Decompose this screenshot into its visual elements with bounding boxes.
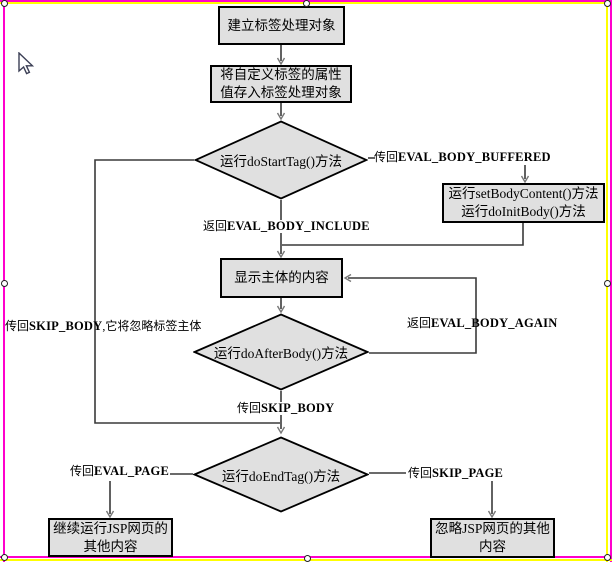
label-eval-body-include: 返回EVAL_BODY_INCLUDE bbox=[202, 220, 371, 233]
label-prefix: 传回 bbox=[408, 466, 433, 480]
label-skip-page: 传回SKIP_PAGE bbox=[407, 466, 505, 480]
label-constant: EVAL_BODY_BUFFERED bbox=[398, 150, 551, 164]
decision-do-start-tag: 运行doStartTag()方法 bbox=[194, 120, 368, 200]
label-eval-body-again: 返回EVAL_BODY_AGAIN bbox=[407, 317, 557, 330]
resize-handle-middle-right[interactable] bbox=[604, 280, 611, 287]
node-set-body-content: 运行setBodyContent()方法 运行doInitBody()方法 bbox=[442, 183, 605, 223]
label-constant: EVAL_BODY_AGAIN bbox=[431, 316, 558, 330]
label-constant: SKIP_BODY bbox=[29, 319, 103, 333]
resize-handle-top-right[interactable] bbox=[604, 0, 611, 7]
node-show-body: 显示主体的内容 bbox=[220, 258, 343, 298]
node-set-body-content-line1: 运行setBodyContent()方法 bbox=[448, 186, 599, 201]
node-show-body-label: 显示主体的内容 bbox=[234, 270, 329, 285]
decision-do-end-tag: 运行doEndTag()方法 bbox=[193, 436, 369, 513]
label-constant: EVAL_PAGE bbox=[94, 464, 169, 478]
node-ignore-jsp-line2: 内容 bbox=[479, 539, 506, 554]
resize-handle-middle-left[interactable] bbox=[1, 280, 8, 287]
node-create-tag-handler: 建立标签处理对象 bbox=[218, 6, 345, 45]
resize-handle-bottom-left[interactable] bbox=[1, 554, 8, 561]
resize-handle-bottom-center[interactable] bbox=[304, 555, 311, 562]
node-set-body-content-line2: 运行doInitBody()方法 bbox=[461, 204, 586, 219]
diamond-shape bbox=[194, 120, 368, 200]
label-constant: SKIP_PAGE bbox=[432, 466, 504, 480]
decision-do-start-tag-label: 运行doStartTag()方法 bbox=[219, 154, 343, 169]
decision-do-end-tag-label: 运行doEndTag()方法 bbox=[221, 468, 341, 484]
label-prefix: 传回 bbox=[5, 319, 30, 333]
resize-handle-top-center[interactable] bbox=[303, 0, 310, 7]
label-suffix: ,它将忽略标签主体 bbox=[102, 319, 202, 333]
label-constant: EVAL_BODY_INCLUDE bbox=[227, 219, 370, 233]
node-create-tag-handler-label: 建立标签处理对象 bbox=[227, 17, 336, 33]
node-continue-jsp: 继续运行JSP网页的 其他内容 bbox=[48, 518, 173, 557]
label-prefix: 传回 bbox=[374, 150, 399, 164]
node-store-attributes-line1: 将自定义标签的属性 bbox=[220, 67, 342, 82]
decision-do-after-body: 运行doAfterBody()方法 bbox=[193, 313, 369, 391]
diamond-shape bbox=[193, 313, 369, 391]
label-prefix: 传回 bbox=[70, 464, 95, 478]
node-ignore-jsp-line1: 忽略JSP网页的其他 bbox=[435, 521, 550, 536]
label-skip-body-long: 传回SKIP_BODY,它将忽略标签主体 bbox=[5, 320, 201, 333]
node-store-attributes-line2: 值存入标签处理对象 bbox=[220, 85, 342, 100]
resize-handle-top-left[interactable] bbox=[1, 0, 8, 7]
label-skip-body: 传回SKIP_BODY bbox=[236, 401, 336, 415]
label-constant: SKIP_BODY bbox=[261, 401, 335, 415]
node-continue-jsp-line2: 其他内容 bbox=[83, 538, 138, 554]
label-eval-body-buffered: 传回EVAL_BODY_BUFFERED bbox=[374, 151, 551, 164]
label-prefix: 传回 bbox=[237, 401, 262, 415]
mouse-cursor-icon bbox=[18, 52, 35, 75]
label-prefix: 返回 bbox=[407, 316, 432, 330]
node-ignore-jsp: 忽略JSP网页的其他 内容 bbox=[430, 518, 555, 558]
resize-handle-bottom-right[interactable] bbox=[604, 554, 611, 561]
decision-do-after-body-label: 运行doAfterBody()方法 bbox=[213, 346, 349, 361]
label-prefix: 返回 bbox=[203, 219, 228, 233]
diamond-shape bbox=[193, 436, 369, 513]
node-store-attributes: 将自定义标签的属性 值存入标签处理对象 bbox=[210, 65, 352, 103]
node-continue-jsp-line1: 继续运行JSP网页的 bbox=[53, 520, 168, 536]
selection-border-right-magenta bbox=[610, 0, 612, 562]
label-eval-page: 传回EVAL_PAGE bbox=[69, 465, 170, 478]
